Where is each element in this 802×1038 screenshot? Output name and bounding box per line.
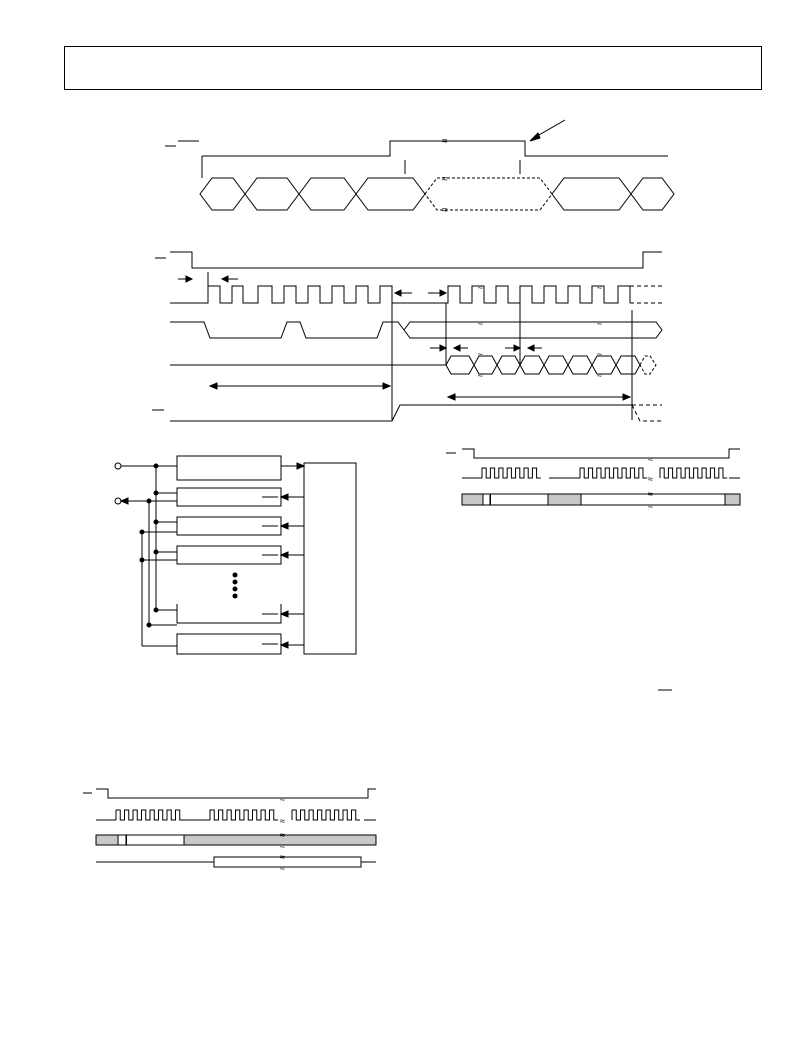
input-terminal	[114, 462, 122, 470]
break-mark: ≈	[478, 370, 483, 380]
clock-pulse-train	[659, 467, 728, 479]
dout-cell	[591, 355, 617, 375]
cs-waveform	[170, 251, 662, 269]
fig-small-timing-right: ≈ ≈ ≈ ≈	[446, 448, 741, 691]
bus-data-cell	[199, 177, 246, 211]
continuation-dot	[232, 572, 238, 578]
data-bar	[461, 493, 741, 506]
arrowhead	[279, 641, 289, 649]
continuation-dot	[232, 586, 238, 592]
data-bar-shaded	[724, 493, 741, 506]
arrowhead	[526, 344, 535, 352]
arrowhead	[439, 289, 448, 297]
clock-pulse-train	[115, 809, 184, 821]
break-mark: ≈	[280, 852, 285, 862]
arrowhead	[382, 382, 392, 390]
break-mark: ≈	[478, 282, 483, 292]
fig-daisy-chain-block	[114, 455, 357, 655]
break-mark: ≈	[597, 282, 602, 292]
break-mark: ≈	[648, 489, 653, 499]
bus-data-cell	[630, 177, 675, 211]
dout-cell	[445, 355, 475, 375]
dout-cell	[519, 355, 545, 375]
clock-burst-left	[115, 809, 360, 821]
clock-pulse-train	[579, 467, 648, 479]
control-waveform	[202, 140, 668, 157]
break-mark: ≈	[280, 830, 285, 840]
data-bar-shaded	[183, 834, 377, 846]
arrowhead	[439, 344, 448, 352]
break-mark: ≈	[648, 501, 653, 511]
clock-pulse-train	[481, 467, 541, 479]
dout-cell-dashed	[639, 355, 657, 375]
break-mark: ≈	[478, 350, 483, 360]
junction	[153, 463, 159, 469]
rdy-dashed	[631, 404, 662, 422]
break-mark: ≈	[648, 474, 653, 484]
controller-box	[303, 462, 357, 655]
bus-data-cell	[355, 177, 426, 211]
dout-cell	[543, 355, 569, 375]
fig-bus-timing: ≈ ≈ ≈	[165, 119, 675, 216]
continuation-dot	[232, 579, 238, 585]
arrowhead	[279, 522, 289, 530]
data-bar-shaded	[547, 493, 582, 506]
arrowhead	[279, 610, 289, 618]
arrowhead	[279, 493, 289, 501]
arrowhead	[119, 497, 129, 505]
cs-waveform	[462, 448, 740, 459]
break-mark: ≈	[442, 136, 448, 147]
clock-pulse-train	[209, 809, 278, 821]
bus-data-cell	[298, 177, 357, 211]
break-mark: ≈	[648, 454, 653, 464]
arrowhead	[185, 275, 194, 283]
din-bus	[403, 321, 663, 339]
break-mark: ≈	[597, 350, 602, 360]
data-bar-divider	[125, 834, 127, 846]
arrowhead	[452, 344, 461, 352]
break-mark: ≈	[442, 174, 448, 185]
page-header-box	[64, 46, 762, 90]
bus-data-cell	[551, 177, 632, 211]
break-mark: ≈	[280, 863, 285, 873]
fig-small-timing-left: ≈ ≈ ≈ ≈ ≈ ≈	[83, 788, 377, 873]
data-bar-divider	[489, 493, 491, 506]
din-waveform	[170, 321, 405, 339]
clock-pulse-train	[291, 809, 360, 821]
junction	[146, 498, 152, 504]
break-mark: ≈	[280, 841, 285, 851]
break-mark: ≈	[280, 794, 285, 804]
dout-cell	[567, 355, 593, 375]
break-mark: ≈	[280, 816, 285, 826]
arrowhead	[393, 289, 402, 297]
data-bar	[213, 856, 362, 868]
rdy-waveform	[170, 404, 632, 422]
arrowhead	[296, 462, 306, 470]
bus-data-cell	[244, 177, 300, 211]
fig-spi-read-timing: ≈ ≈ ≈ ≈ ≈ ≈ ≈ ≈	[152, 251, 663, 422]
device-box	[176, 633, 282, 655]
arrowhead	[513, 344, 522, 352]
arrowhead	[622, 393, 632, 401]
break-mark: ≈	[478, 318, 483, 328]
callout-arrowhead	[529, 132, 541, 142]
dout-cell	[615, 355, 641, 375]
arrowhead	[446, 393, 456, 401]
data-bar-shaded	[461, 493, 484, 506]
data-bar-shaded	[95, 834, 119, 846]
clock-burst-right	[481, 467, 728, 479]
break-mark: ≈	[597, 318, 602, 328]
arrowhead	[220, 275, 229, 283]
cs-waveform	[96, 788, 376, 799]
break-mark: ≈	[597, 370, 602, 380]
device-box	[176, 455, 282, 481]
continuation-dot	[232, 593, 238, 599]
arrowhead	[279, 551, 289, 559]
dout-cell	[496, 355, 521, 375]
arrowhead	[208, 382, 218, 390]
